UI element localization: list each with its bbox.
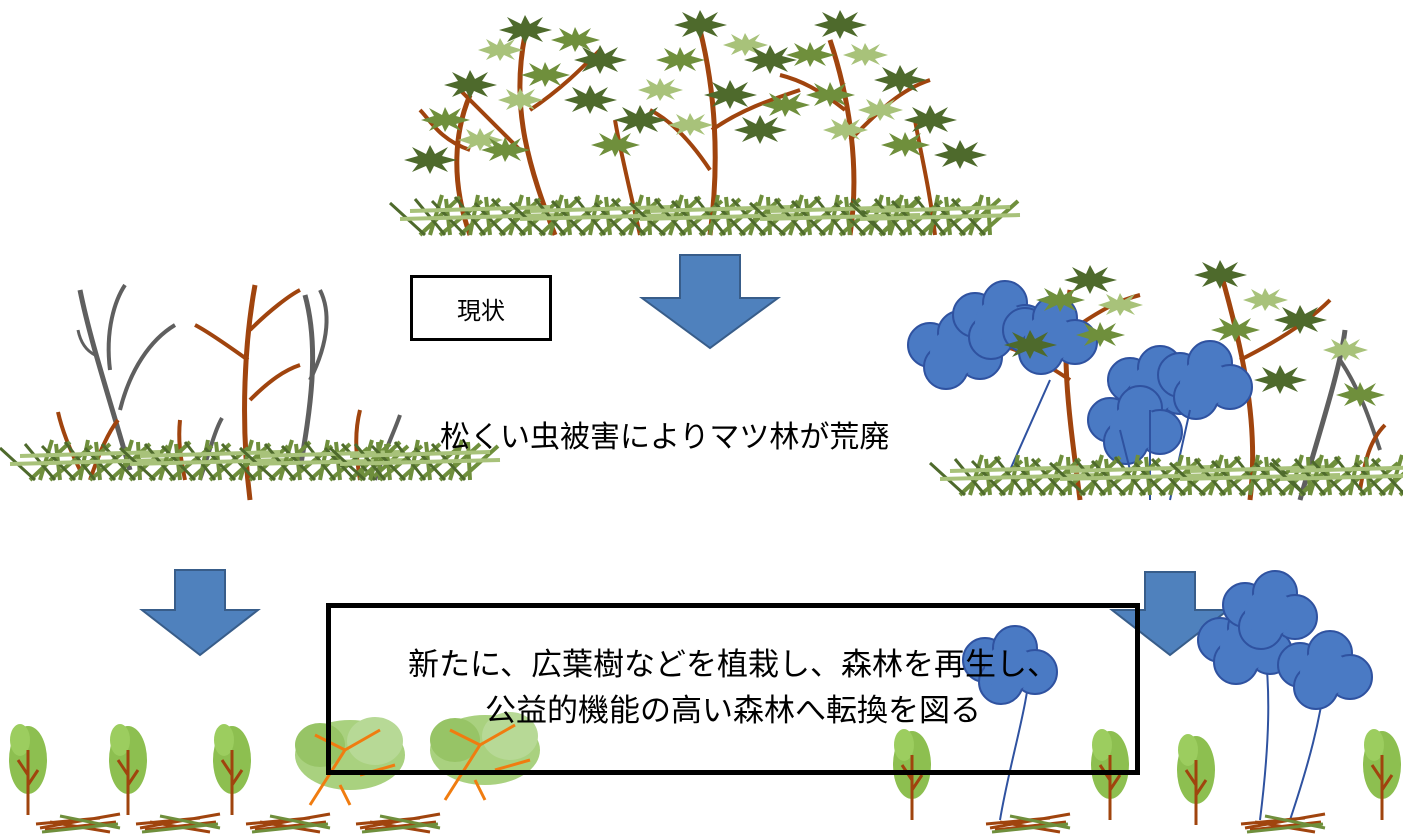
planted-saplings-right (891, 570, 1403, 834)
mixed-forest-illustration (907, 260, 1403, 501)
plan-box (326, 603, 1140, 775)
status-label-text: 現状 (457, 296, 505, 325)
pine-forest-illustration (388, 10, 1022, 237)
plan-line-1: 新たに、広葉樹などを植栽し、森林を再生し、 (407, 647, 1059, 683)
status-label: 現状 (410, 275, 552, 341)
arrow-down-left (139, 569, 261, 657)
damaged-forest-illustration (0, 283, 502, 501)
arrow-down-top (638, 254, 782, 350)
plan-line-2: 公益的機能の高い森林へ転換を図る (485, 693, 981, 729)
plan-text: 新たに、広葉樹などを植栽し、森林を再生し、 公益的機能の高い森林へ転換を図る (326, 642, 1140, 734)
damage-caption: 松くい虫被害によりマツ林が荒廃 (440, 420, 890, 455)
